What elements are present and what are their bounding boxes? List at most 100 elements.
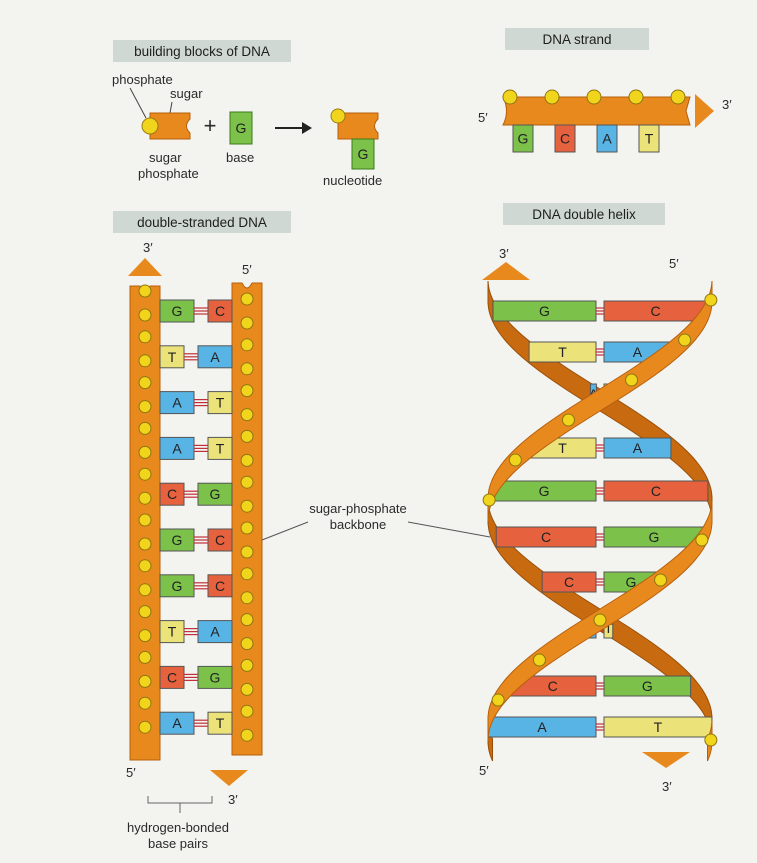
phosphate-circle — [562, 414, 574, 426]
phosphate-circle — [139, 331, 151, 343]
ds-base-pair: TA — [160, 346, 232, 368]
ds-base-pair: GC — [160, 300, 232, 322]
phosphate-circle — [671, 90, 685, 104]
ds-base-T: T — [160, 346, 184, 368]
strand-direction-arrow — [695, 94, 714, 128]
base-letter: C — [215, 532, 225, 548]
strand-base-C: C — [555, 125, 575, 152]
phosphate-circle — [139, 492, 151, 504]
phosphate-circle — [139, 446, 151, 458]
base-letter: C — [560, 131, 570, 147]
phosphate-circle — [241, 522, 253, 534]
phosphate-circle — [139, 377, 151, 389]
phosphate-circle — [696, 534, 708, 546]
phosphate-circle — [139, 606, 151, 618]
hydrogen-bond — [184, 629, 198, 635]
base-letter: G — [539, 303, 550, 319]
ds-base-G: G — [198, 666, 232, 688]
phosphate-circle — [241, 659, 253, 671]
ds-base-T: T — [208, 712, 232, 734]
ds-base-pair: CG — [160, 666, 232, 688]
phosphate-circle — [545, 90, 559, 104]
sugar-label: sugar — [170, 86, 203, 101]
phosphate-circle — [139, 651, 151, 663]
helix-up-arrow — [482, 262, 530, 280]
phosphate-circle — [241, 430, 253, 442]
phosphate-circle — [655, 574, 667, 586]
base-letter: T — [216, 715, 225, 731]
phosphate-circle — [241, 409, 253, 421]
phosphate-circle — [241, 339, 253, 351]
building-blocks-panel: building blocks of DNA phosphate sugar s… — [112, 40, 382, 188]
svg-text:G: G — [236, 120, 247, 136]
base-letter: G — [172, 532, 183, 548]
phosphate-circle — [139, 422, 151, 434]
phosphate-circle — [587, 90, 601, 104]
phosphate-circle — [139, 538, 151, 550]
phosphate-circle — [139, 355, 151, 367]
phosphate-circle — [533, 654, 545, 666]
helix-base-A: A — [488, 717, 596, 737]
base-letter: C — [215, 578, 225, 594]
phosphate-circle — [139, 309, 151, 321]
phosphate-circle — [241, 683, 253, 695]
ds-five-prime-bottom: 5′ — [126, 765, 136, 780]
ds-base-G: G — [160, 300, 194, 322]
helix-rung: CG — [496, 527, 704, 547]
phosphate-circle — [492, 694, 504, 706]
ds-base-T: T — [208, 437, 232, 459]
base-letter: A — [633, 344, 643, 360]
base-letter: G — [210, 486, 221, 502]
phosphate-circle — [503, 90, 517, 104]
base-unit: G — [230, 112, 252, 144]
base-letter: G — [642, 678, 653, 694]
base-label: base — [226, 150, 254, 165]
plus-sign: + — [204, 113, 217, 138]
base-letter: C — [167, 486, 177, 502]
phosphate-label: phosphate — [112, 72, 173, 87]
phosphate-circle — [241, 592, 253, 604]
ds-three-prime-top: 3′ — [143, 240, 153, 255]
hydrogen-bond — [194, 583, 208, 589]
helix-base-C: C — [604, 481, 708, 501]
ds-five-prime-top: 5′ — [242, 262, 252, 277]
strand-three-prime: 3′ — [722, 97, 732, 112]
phosphate-circle — [509, 454, 521, 466]
base-letter: T — [168, 624, 177, 640]
ds-base-G: G — [198, 483, 232, 505]
base-letter: A — [210, 624, 220, 640]
base-letter: G — [172, 578, 183, 594]
strand-five-prime: 5′ — [478, 110, 488, 125]
phosphate-circle — [594, 614, 606, 626]
helix-base-C: C — [496, 527, 596, 547]
helix-down-arrow — [642, 752, 690, 768]
helix-base-C: C — [604, 301, 707, 321]
phosphate-circle — [629, 90, 643, 104]
hydrogen-bond — [194, 537, 208, 543]
phosphate-circle — [241, 638, 253, 650]
phosphate-circle — [679, 334, 691, 346]
base-letter: T — [645, 131, 654, 147]
sugar-phosphate-label-line1: sugar — [149, 150, 182, 165]
ds-base-A: A — [160, 392, 194, 414]
ds-base-T: T — [208, 392, 232, 414]
backbone-callout: sugar-phosphate backbone — [262, 501, 490, 540]
hydrogen-bond — [194, 308, 208, 314]
phosphate-circle — [241, 614, 253, 626]
helix-five-prime-top: 5′ — [669, 256, 679, 271]
strand-base-A: A — [597, 125, 617, 152]
helix-base-A: A — [604, 438, 671, 458]
phosphate-circle — [241, 546, 253, 558]
ds-base-A: A — [198, 346, 232, 368]
phosphate-circle — [142, 118, 158, 134]
hydrogen-bond — [596, 579, 604, 585]
nucleotide-label: nucleotide — [323, 173, 382, 188]
base-letter: G — [648, 529, 659, 545]
helix-base-C: C — [542, 572, 596, 592]
ds-base-C: C — [160, 666, 184, 688]
